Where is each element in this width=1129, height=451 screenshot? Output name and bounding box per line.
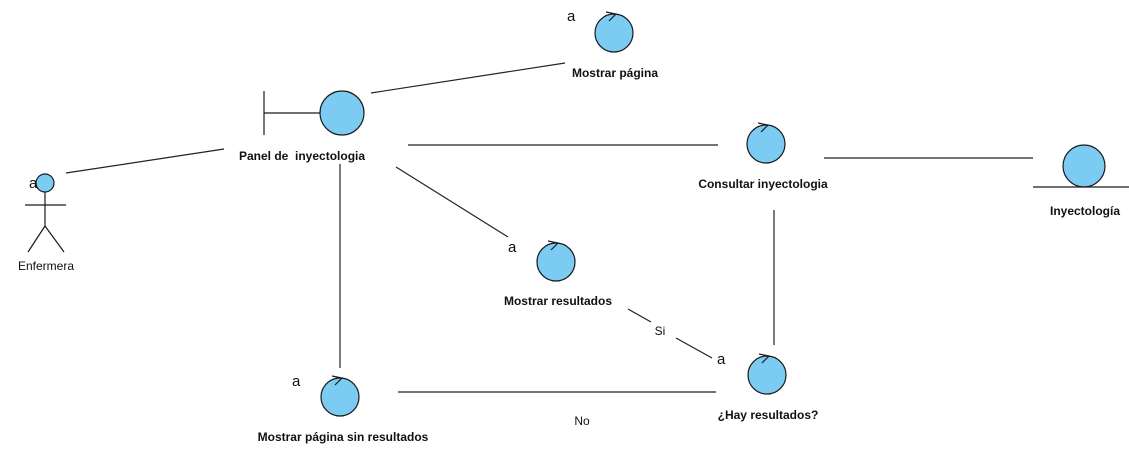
control-sin-resultados: a Mostrar página sin resultados [258, 373, 429, 444]
actor-right-leg-icon [44, 225, 65, 253]
boundary-icon [319, 90, 365, 136]
control-marker: a [292, 373, 301, 390]
boundary-label: Panel de inyectologia [239, 149, 365, 163]
control-marker: a [567, 8, 576, 25]
actor-enfermera: a Enfermera [18, 173, 74, 273]
control-label: ¿Hay resultados? [718, 408, 819, 422]
control-icon [536, 242, 576, 282]
actor-label: Enfermera [18, 259, 74, 273]
control-hay-resultados: a ¿Hay resultados? [717, 351, 818, 422]
control-arrow-icon [547, 240, 560, 251]
control-arrow-icon [605, 11, 618, 22]
control-consultar-inyectologia: Consultar inyectologia [698, 122, 828, 191]
control-icon [594, 13, 634, 53]
control-marker: a [717, 351, 726, 368]
control-arrow-icon [331, 375, 344, 386]
control-label: Consultar inyectologia [698, 177, 828, 191]
control-arrow-icon [758, 353, 771, 364]
edge-label-si: Si [655, 324, 666, 338]
actor-marker: a [29, 175, 38, 192]
connectors [65, 62, 1033, 393]
link-si-lower [675, 337, 713, 359]
control-icon [746, 124, 786, 164]
entity-inyectologia: Inyectología [1033, 144, 1129, 218]
entity-label: Inyectología [1050, 204, 1120, 218]
control-mostrar-resultados: a Mostrar resultados [504, 239, 612, 308]
actor-head-icon [35, 173, 55, 193]
boundary-panel: Panel de inyectologia [239, 90, 365, 163]
control-label: Mostrar página sin resultados [258, 430, 429, 444]
actor-left-leg-icon [27, 225, 46, 253]
control-icon [320, 377, 360, 417]
entity-icon [1062, 144, 1106, 188]
edge-label-no: No [574, 414, 590, 428]
control-arrow-icon [757, 122, 770, 133]
control-label: Mostrar resultados [504, 294, 612, 308]
link-si-upper [627, 308, 652, 323]
control-icon [747, 355, 787, 395]
link-actor-panel [65, 148, 225, 174]
control-marker: a [508, 239, 517, 256]
control-label: Mostrar página [572, 66, 658, 80]
control-mostrar-pagina: a Mostrar página [567, 8, 658, 80]
link-panel-mostrar-pagina [370, 62, 566, 94]
link-panel-mostrar-resultados [395, 166, 509, 238]
